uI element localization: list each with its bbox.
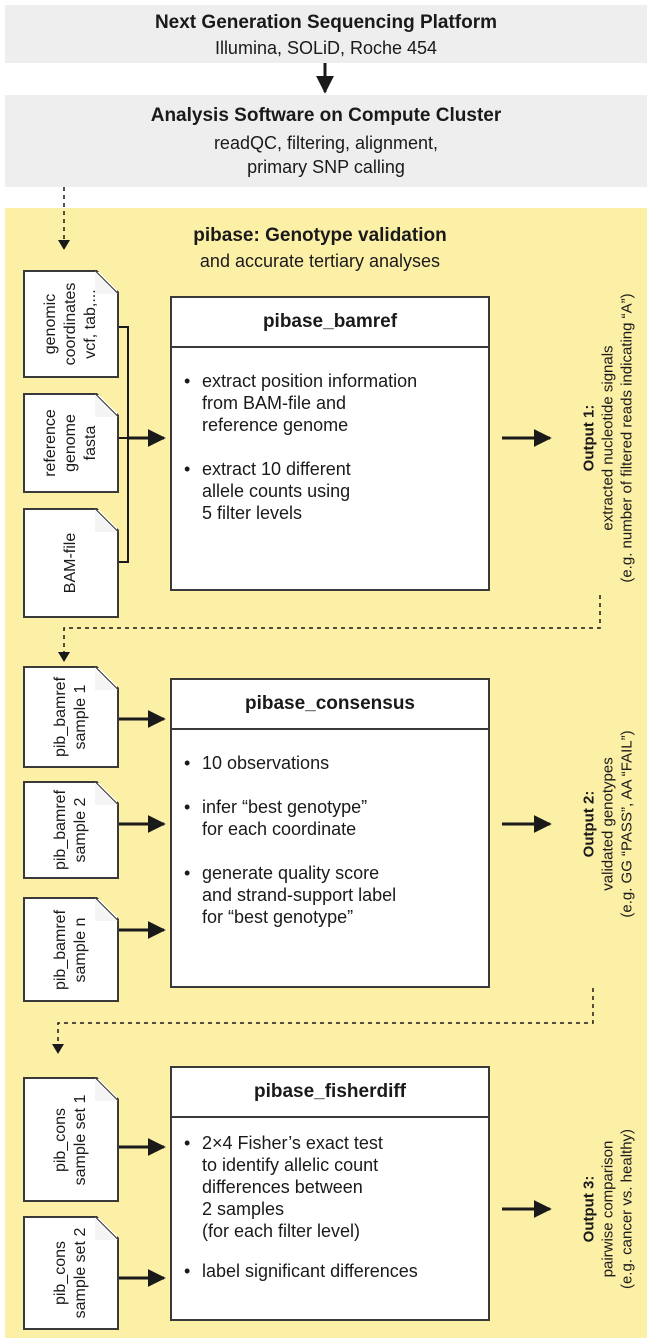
input-genomic-coordinates: genomic coordinates vcf, tab,... bbox=[23, 270, 119, 378]
input-line: coordinates bbox=[62, 282, 79, 366]
input-bam-file: BAM-file bbox=[23, 508, 119, 618]
bullet-line: 2×4 Fisher’s exact test bbox=[202, 1133, 383, 1153]
platform-title: Next Generation Sequencing Platform bbox=[154, 12, 498, 33]
bullet-line: and strand-support label bbox=[202, 885, 397, 905]
bullet-item: • extract position information from BAM-… bbox=[172, 370, 488, 436]
bullet-line: label significant differences bbox=[202, 1261, 418, 1281]
input-line: reference bbox=[42, 409, 59, 477]
bullet-line: 2 samples bbox=[202, 1199, 285, 1219]
bullet-item: • infer “best genotype” for each coordin… bbox=[172, 796, 488, 840]
bullet-line: extract position information bbox=[202, 371, 418, 391]
process-bamref: pibase_bamref • extract position informa… bbox=[170, 296, 490, 591]
bullet-line: infer “best genotype” bbox=[202, 797, 368, 817]
panel-subtitle: and accurate tertiary analyses bbox=[199, 251, 441, 271]
bullet-line: differences between bbox=[202, 1177, 363, 1197]
bullet-dot: • bbox=[184, 1261, 191, 1281]
output-line: (e.g. number of filtered reads indicatin… bbox=[618, 293, 636, 583]
input-pib-bamref-1: pib_bamref sample 1 bbox=[23, 666, 119, 768]
input-pib-bamref-n: pib_bamref sample n bbox=[23, 897, 119, 1002]
process-title: pibase_fisherdiff bbox=[172, 1068, 488, 1118]
bullet-dot: • bbox=[184, 459, 191, 479]
bullet-line: extract 10 different bbox=[202, 459, 351, 479]
input-line: genomic bbox=[42, 293, 59, 355]
input-line: BAM-file bbox=[62, 532, 79, 594]
bullet-item: • 10 observations bbox=[172, 752, 488, 774]
input-reference-genome: reference genome fasta bbox=[23, 393, 119, 493]
bullet-item: • label significant differences bbox=[172, 1260, 488, 1282]
output-1: Output 1: extracted nucleotide signals (… bbox=[580, 293, 637, 582]
input-line: pib_bamref bbox=[52, 676, 69, 758]
bullet-line: for “best genotype” bbox=[202, 907, 354, 927]
output-label: Output 3: bbox=[580, 1175, 598, 1243]
input-line: genome bbox=[62, 414, 79, 472]
bullet-dot: • bbox=[184, 863, 191, 883]
input-line: vcf, tab,... bbox=[82, 289, 99, 359]
input-line: sample n bbox=[72, 917, 89, 982]
panel-title-block: pibase: Genotype validation and accurate… bbox=[120, 225, 520, 272]
bullet-line: from BAM-file and bbox=[202, 393, 347, 413]
input-line: sample 1 bbox=[72, 684, 89, 750]
bullet-line: to identify allelic count bbox=[202, 1155, 379, 1175]
panel-title: pibase: Genotype validation bbox=[193, 225, 447, 246]
input-line: sample set 2 bbox=[72, 1227, 89, 1319]
output-2: Output 2: validated genotypes (e.g. GG “… bbox=[580, 730, 637, 917]
bullet-item: • extract 10 different allele counts usi… bbox=[172, 458, 488, 524]
bullet-line: 5 filter levels bbox=[202, 503, 303, 523]
platform-subtitle: Illumina, SOLiD, Roche 454 bbox=[214, 38, 438, 58]
analysis-box: Analysis Software on Compute Cluster rea… bbox=[5, 95, 647, 187]
process-title: pibase_consensus bbox=[172, 680, 488, 730]
output-3: Output 3: pairwise comparison (e.g. canc… bbox=[580, 1129, 637, 1289]
process-fisherdiff: pibase_fisherdiff • 2×4 Fisher’s exact t… bbox=[170, 1066, 490, 1321]
output-line: pairwise comparison bbox=[599, 1140, 617, 1278]
analysis-line1: readQC, filtering, alignment, bbox=[213, 133, 439, 153]
output-label: Output 1: bbox=[580, 404, 598, 472]
bullet-item: • 2×4 Fisher’s exact test to identify al… bbox=[172, 1132, 488, 1242]
output-line: (e.g. GG “PASS”, AA “FAIL”) bbox=[618, 730, 636, 918]
bullet-line: reference genome bbox=[202, 415, 349, 435]
analysis-line2: primary SNP calling bbox=[247, 157, 405, 177]
bullet-line: 10 observations bbox=[202, 753, 330, 773]
analysis-title: Analysis Software on Compute Cluster bbox=[150, 105, 502, 126]
input-pib-bamref-2: pib_bamref sample 2 bbox=[23, 781, 119, 879]
input-line: sample set 1 bbox=[72, 1094, 89, 1185]
process-title: pibase_bamref bbox=[172, 298, 488, 348]
input-pib-cons-set-1: pib_cons sample set 1 bbox=[23, 1077, 119, 1202]
process-consensus: pibase_consensus • 10 observations • inf… bbox=[170, 678, 490, 988]
input-line: fasta bbox=[82, 425, 99, 461]
input-line: pib_bamref bbox=[52, 789, 69, 871]
bullet-dot: • bbox=[184, 1133, 191, 1153]
bullet-dot: • bbox=[184, 371, 191, 391]
platform-box: Next Generation Sequencing Platform Illu… bbox=[5, 5, 647, 63]
bullet-line: for each coordinate bbox=[202, 819, 357, 839]
output-label: Output 2: bbox=[580, 790, 598, 858]
bullet-line: (for each filter level) bbox=[202, 1221, 361, 1241]
input-line: pib_cons bbox=[52, 1240, 69, 1306]
input-line: pib_bamref bbox=[52, 909, 69, 990]
input-line: sample 2 bbox=[72, 797, 89, 863]
bullet-line: generate quality score bbox=[202, 863, 380, 883]
bullet-dot: • bbox=[184, 797, 191, 817]
bullet-line: allele counts using bbox=[202, 481, 351, 501]
output-line: (e.g. cancer vs. healthy) bbox=[618, 1128, 636, 1290]
input-pib-cons-set-2: pib_cons sample set 2 bbox=[23, 1216, 119, 1330]
bullet-item: • generate quality score and strand-supp… bbox=[172, 862, 488, 928]
input-line: pib_cons bbox=[52, 1107, 69, 1172]
bullet-dot: • bbox=[184, 753, 191, 773]
output-line: validated genotypes bbox=[599, 757, 617, 891]
output-line: extracted nucleotide signals bbox=[599, 345, 617, 531]
